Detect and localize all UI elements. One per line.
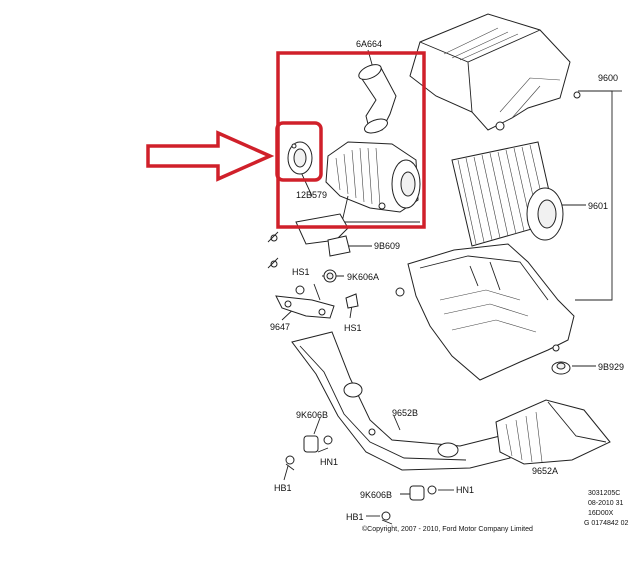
label-9601: 9601 bbox=[588, 201, 608, 211]
label-12b579: 12B579 bbox=[296, 190, 327, 200]
air-cleaner-housing bbox=[395, 243, 575, 381]
bracket-9647 bbox=[275, 295, 335, 319]
clamp-12b579 bbox=[287, 141, 313, 175]
red-arrow-icon bbox=[146, 130, 275, 182]
label-9k606b-lower: 9K606B bbox=[360, 490, 392, 500]
bracket-9b609 bbox=[267, 213, 351, 269]
label-6a664: 6A664 bbox=[356, 39, 382, 49]
label-9652a: 9652A bbox=[532, 466, 558, 476]
label-hn1-lower: HN1 bbox=[456, 485, 474, 495]
ref-code-1: 3031205C bbox=[588, 490, 620, 497]
highlight-box-clamp bbox=[275, 121, 323, 182]
label-hn1-upper: HN1 bbox=[320, 457, 338, 467]
small-fasteners-lower bbox=[285, 435, 437, 525]
label-hs1-upper: HS1 bbox=[292, 267, 310, 277]
label-9k606a: 9K606A bbox=[347, 272, 379, 282]
label-hb1-upper: HB1 bbox=[274, 483, 292, 493]
label-9600: 9600 bbox=[598, 73, 618, 83]
small-fasteners-upper bbox=[295, 269, 359, 309]
ref-code-3: 16D00X bbox=[588, 510, 614, 517]
label-9b929: 9B929 bbox=[598, 362, 624, 372]
air-filter-element bbox=[451, 141, 564, 247]
grommet-9b929 bbox=[551, 361, 571, 375]
label-hs1-lower: HS1 bbox=[344, 323, 362, 333]
label-9k606b-upper: 9K606B bbox=[296, 410, 328, 420]
copyright-text: ©Copyright, 2007 - 2010, Ford Motor Comp… bbox=[362, 525, 533, 533]
air-intake-assembly bbox=[325, 141, 421, 223]
label-hb1-lower: HB1 bbox=[346, 512, 364, 522]
hose-6a664 bbox=[358, 64, 397, 134]
label-9652b: 9652B bbox=[392, 408, 418, 418]
air-cleaner-cover bbox=[409, 13, 581, 131]
ref-code-2: 08-2010 31 bbox=[588, 500, 624, 507]
label-9647: 9647 bbox=[270, 322, 290, 332]
label-9b609: 9B609 bbox=[374, 241, 400, 251]
intake-duct-9652a bbox=[495, 399, 611, 465]
ref-code-4: G 0174842 02 bbox=[584, 520, 628, 527]
